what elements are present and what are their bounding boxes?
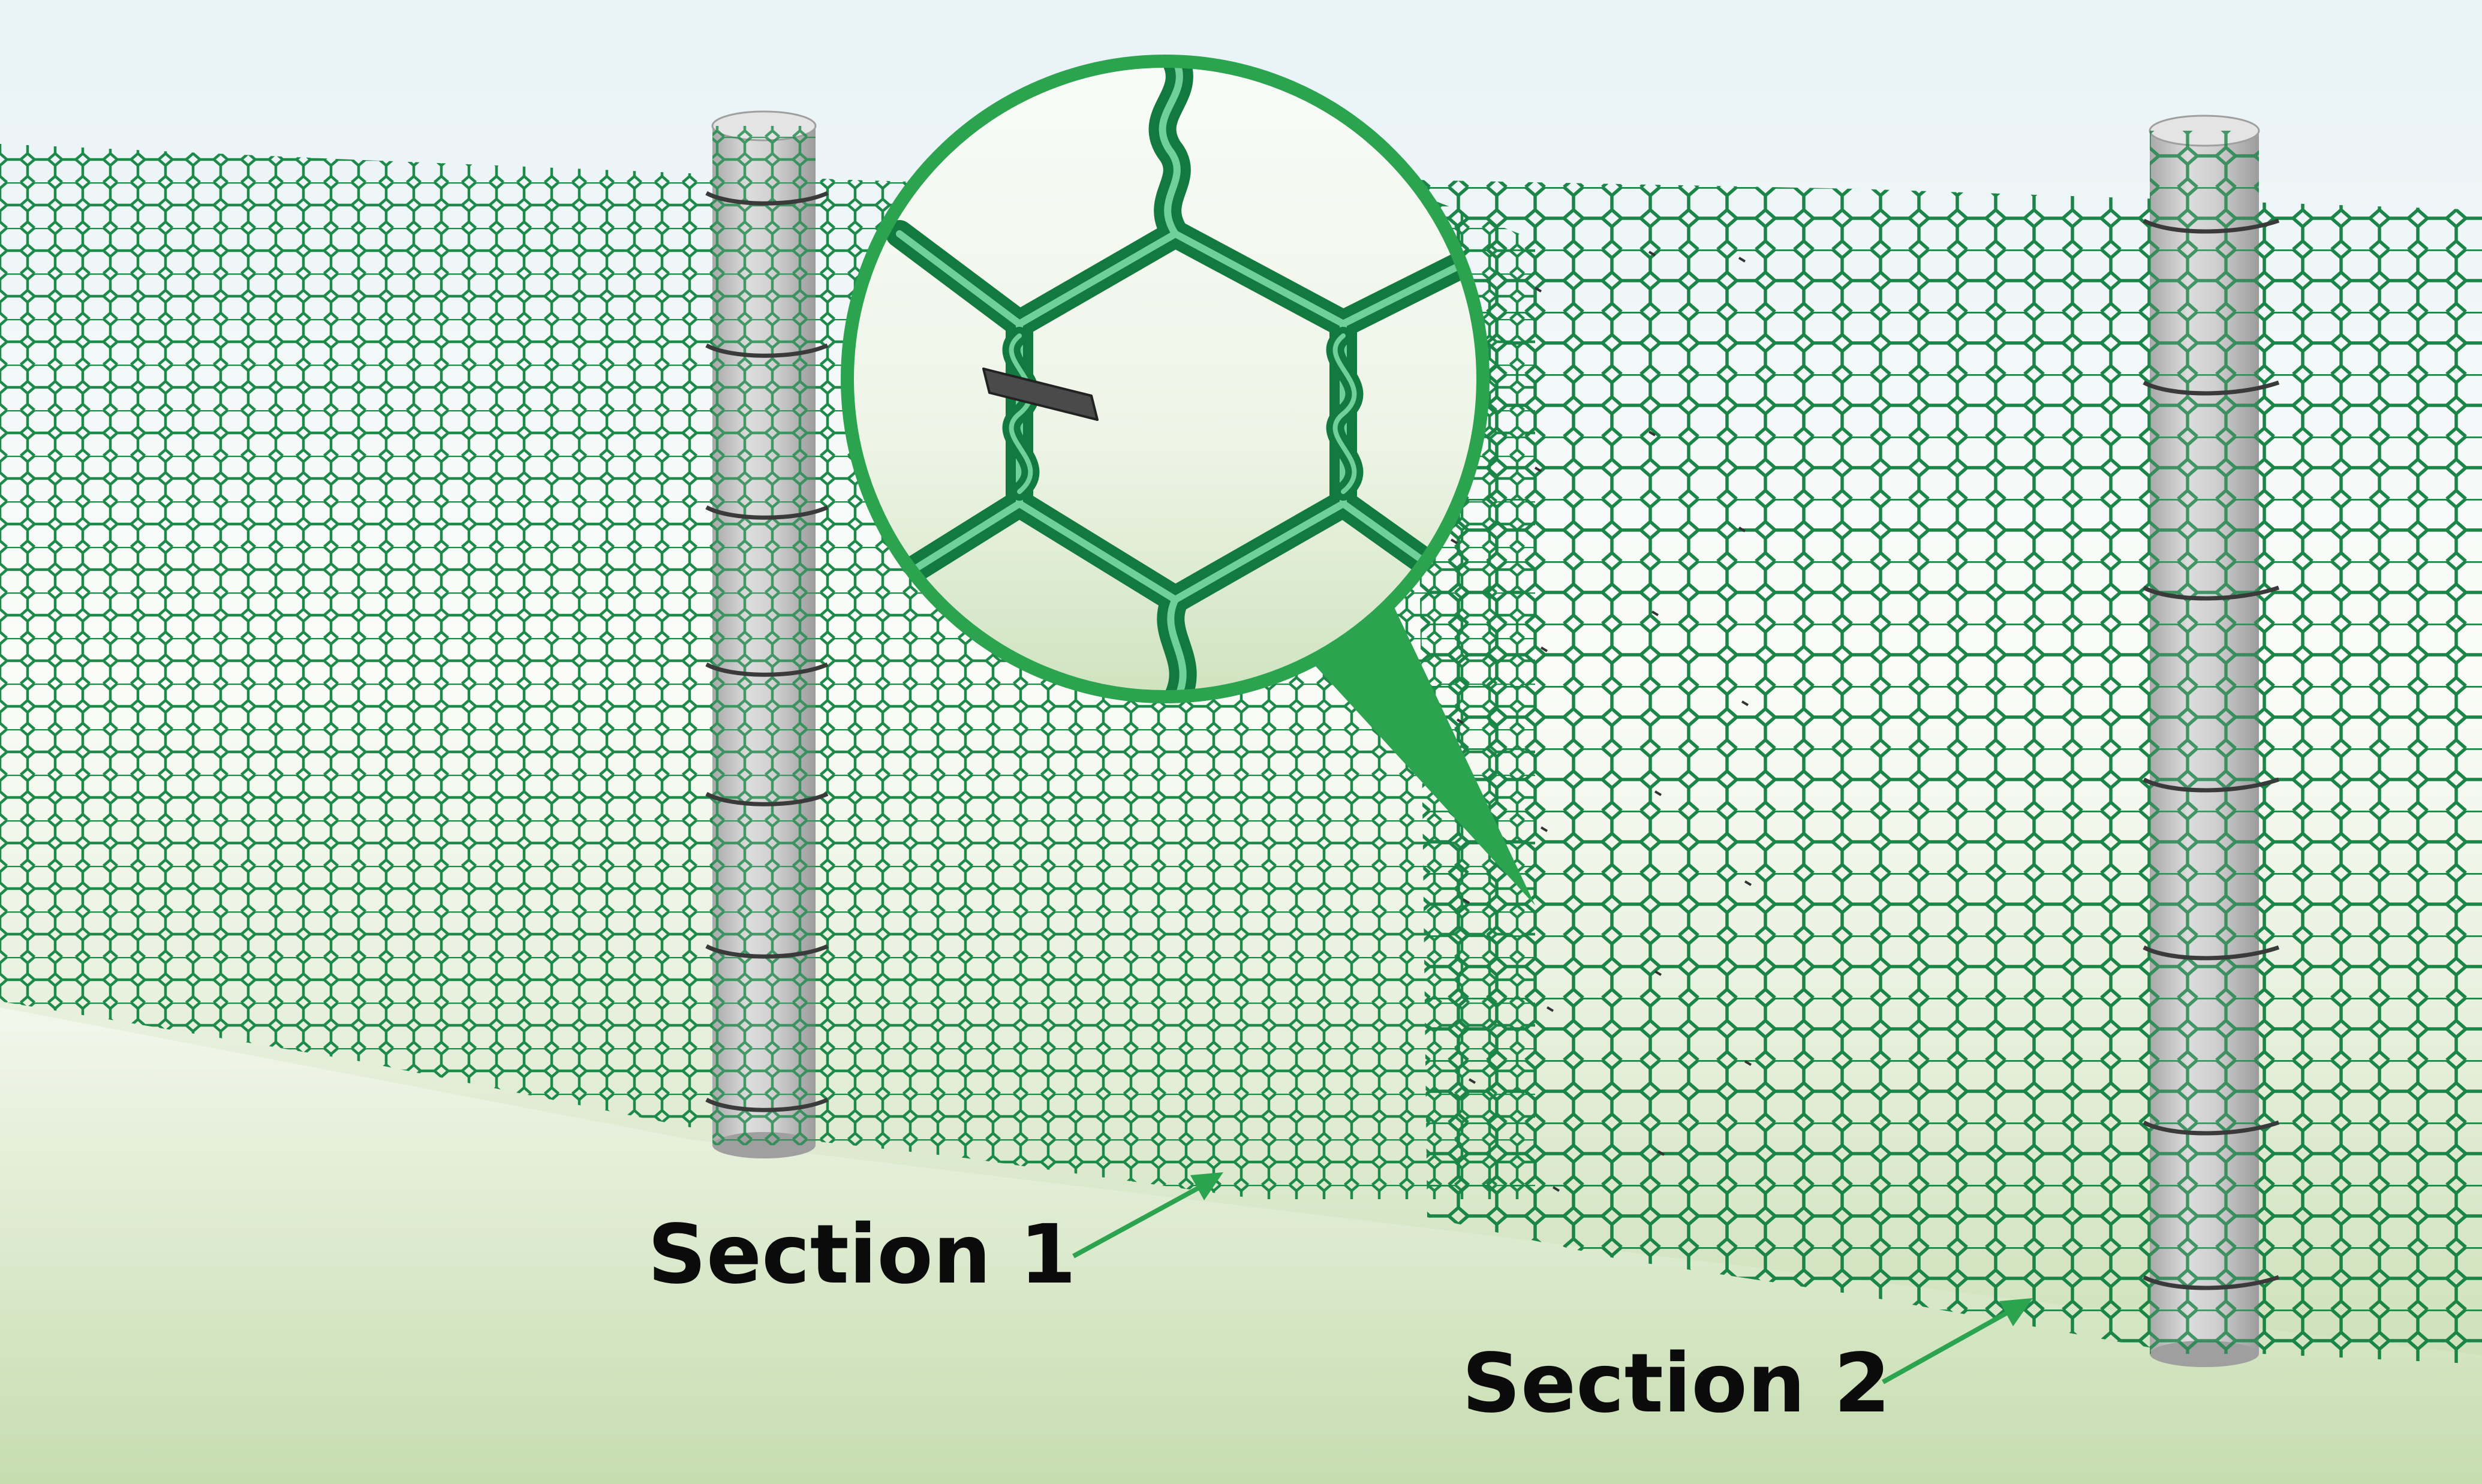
fence-post-2 (2149, 115, 2260, 1367)
fence-post-1 (711, 110, 817, 1158)
mesh-section-2 (1415, 180, 2482, 1364)
wire-tie-icon (2143, 218, 2280, 1290)
wire-tie-icon (705, 191, 829, 1112)
section-2-label: Section 2 (1462, 1336, 1891, 1431)
arrow-icon (1882, 1298, 2033, 1384)
section-1-label: Section 1 (648, 1208, 1076, 1302)
magnified-detail (841, 55, 1490, 703)
wire-tie-icon (982, 368, 1099, 421)
arrow-icon (1072, 1172, 1223, 1259)
ground (0, 1007, 2482, 1484)
callout-pointer (1301, 576, 1535, 905)
overlap-ties (1438, 251, 1752, 1192)
